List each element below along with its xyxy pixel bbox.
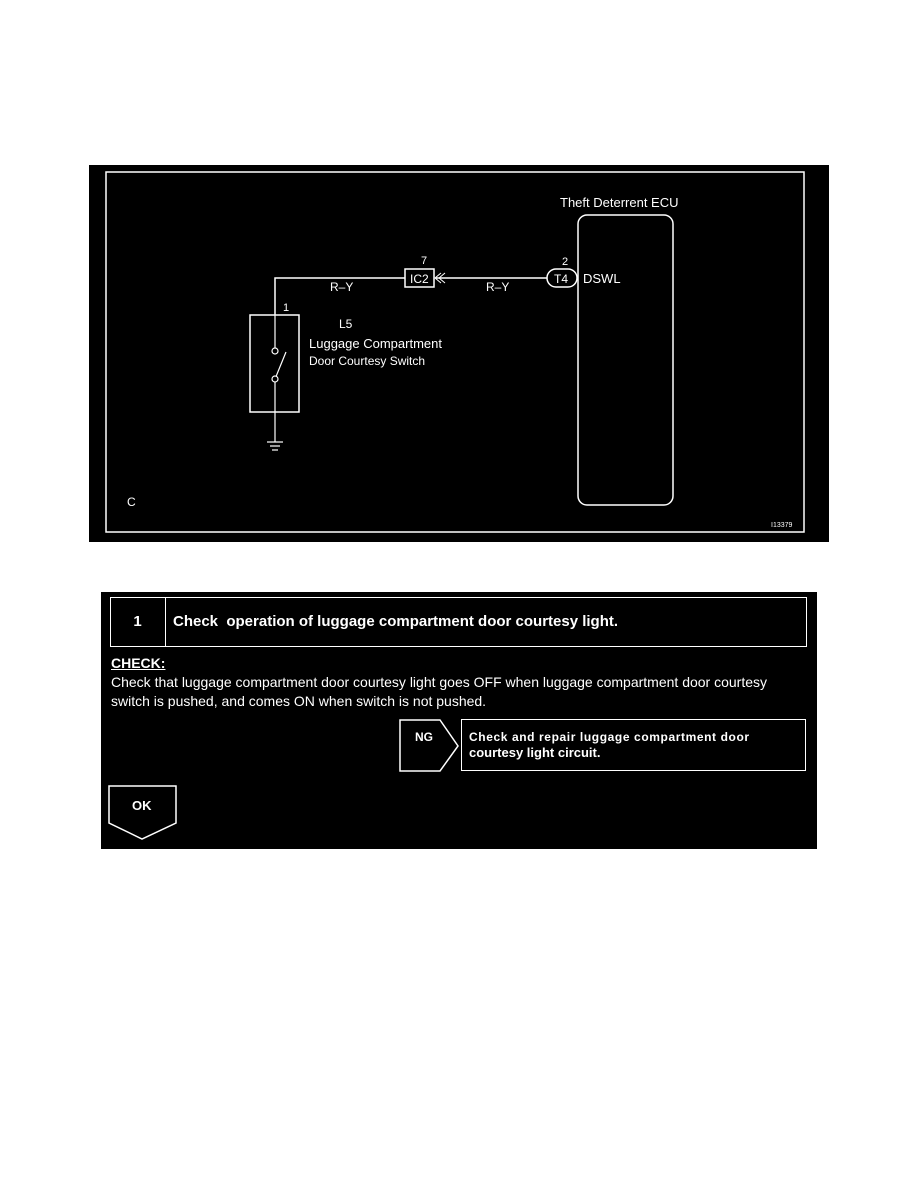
switch-pin-number: 1 (283, 302, 289, 314)
ok-label: OK (132, 798, 152, 813)
step-title-box: Check operation of luggage compartment d… (165, 597, 807, 647)
wire-label-left: R–Y (330, 280, 353, 294)
ground-icon (267, 412, 283, 451)
procedure-panel: 1 Check operation of luggage compartment… (101, 592, 817, 849)
switch-icon (271, 315, 287, 412)
ecu-terminal-label: DSWL (583, 271, 621, 286)
ecu-box (577, 214, 674, 506)
check-heading: CHECK: (111, 655, 166, 671)
wiring-diagram-panel: Theft Deterrent ECU 2 T4 DSWL R–Y 7 IC2 … (89, 165, 829, 542)
diagram-frame (105, 171, 805, 533)
figure-id: I13379 (771, 522, 793, 529)
junction-connector-label: IC2 (410, 272, 429, 286)
ok-arrow-shape (108, 785, 177, 840)
switch-name-line1: Luggage Compartment (309, 336, 442, 351)
wire-ry-left (274, 277, 405, 315)
step-title: Check operation of luggage compartment d… (173, 613, 619, 630)
ng-action-box: Check and repair luggage compartment doo… (461, 719, 806, 771)
switch-code: L5 (339, 317, 353, 331)
step-number-box: 1 (110, 597, 166, 647)
ecu-pin-number: 2 (562, 256, 568, 268)
wire-label-right: R–Y (486, 280, 509, 294)
ecu-connector-label: T4 (554, 272, 568, 286)
wiring-diagram: Theft Deterrent ECU 2 T4 DSWL R–Y 7 IC2 … (105, 171, 805, 533)
junction-pin-number: 7 (421, 255, 427, 267)
check-text-line2: switch is pushed, and comes ON when swit… (111, 693, 487, 709)
ng-action-line2: courtesy light circuit. (469, 745, 601, 760)
step-number: 1 (133, 613, 142, 630)
ng-arrow-shape (399, 719, 459, 772)
ng-label: NG (415, 730, 433, 744)
corner-label: C (127, 495, 136, 509)
ecu-label: Theft Deterrent ECU (560, 195, 679, 210)
check-text-line1: Check that luggage compartment door cour… (111, 674, 768, 690)
switch-name-line2: Door Courtesy Switch (309, 354, 425, 368)
connector-arrow-icon (434, 272, 446, 284)
ng-action-line1: Check and repair luggage compartment doo… (469, 730, 750, 744)
